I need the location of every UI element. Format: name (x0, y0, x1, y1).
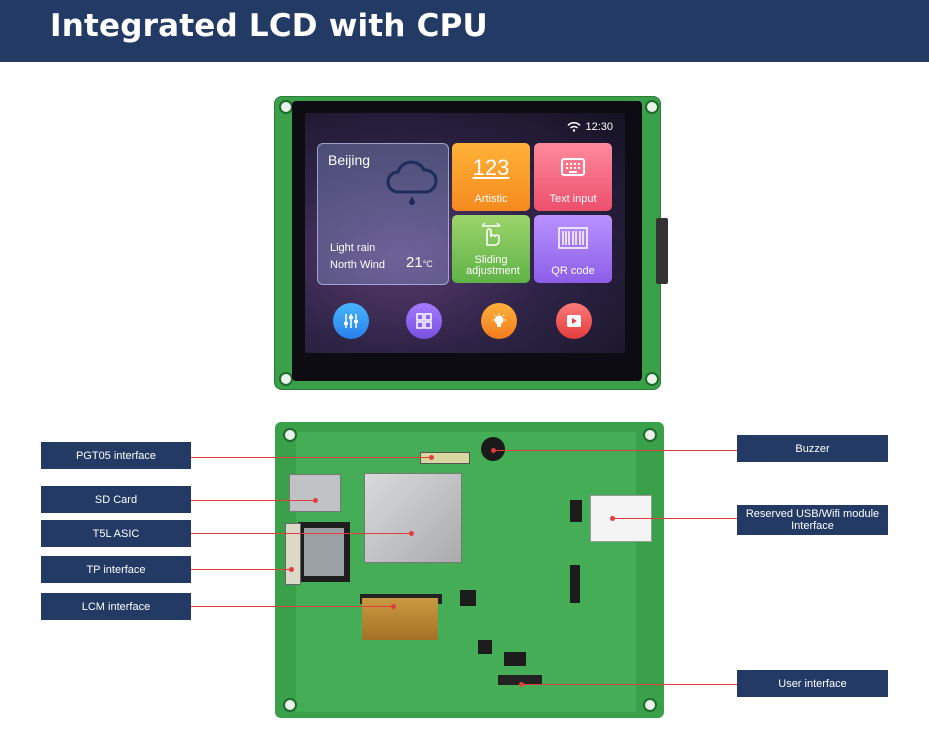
grid-icon (416, 313, 432, 329)
tile-artistic[interactable]: 123 Artistic (452, 143, 530, 211)
mount-hole (645, 372, 659, 386)
weather-condition: Light rain North Wind (330, 242, 386, 271)
callout-line-pgt05 (191, 457, 431, 458)
keyboard-icon (561, 158, 585, 176)
tile-text-input[interactable]: Text input (534, 143, 612, 211)
sd-card-slot (289, 474, 341, 512)
label-sd-card: SD Card (41, 486, 191, 513)
tile-qr-code[interactable]: QR code (534, 215, 612, 283)
label-lcm-interface: LCM interface (41, 593, 191, 620)
sliders-button[interactable] (333, 303, 369, 339)
callout-dot (289, 567, 294, 572)
mount-hole (283, 428, 297, 442)
label-t5l-asic: T5L ASIC (41, 520, 191, 547)
smd-component (504, 652, 526, 666)
artistic-icon: 123 (472, 155, 510, 180)
label-user-interface: User interface (737, 670, 888, 697)
play-button[interactable] (556, 303, 592, 339)
callout-line-user (521, 684, 737, 685)
tile-label: Text input (549, 193, 597, 205)
smd-component (460, 590, 476, 606)
callout-dot (610, 516, 615, 521)
callout-dot (409, 531, 414, 536)
sliders-icon (344, 314, 358, 328)
page-title: Integrated LCD with CPU (50, 8, 488, 44)
light-button[interactable] (481, 303, 517, 339)
callout-line-tp (191, 569, 291, 570)
mount-hole (279, 372, 293, 386)
status-bar: 12:30 (567, 121, 613, 133)
t5l-asic-chip (364, 473, 462, 563)
callout-line-sd (191, 500, 315, 501)
lcm-chip-window (304, 528, 344, 576)
callout-dot (429, 455, 434, 460)
callout-dot (519, 682, 524, 687)
rain-cloud-icon (386, 160, 438, 205)
mount-hole (645, 100, 659, 114)
mount-hole (643, 698, 657, 712)
user-connector (498, 675, 542, 685)
weather-city: Beijing (328, 152, 371, 168)
page-header: Integrated LCD with CPU (0, 0, 929, 62)
callout-dot (491, 448, 496, 453)
lightbulb-icon (492, 313, 506, 327)
mount-hole (283, 698, 297, 712)
callout-line-lcm (191, 606, 393, 607)
barcode-icon (558, 227, 588, 249)
callout-line-usb (612, 518, 737, 519)
apps-button[interactable] (406, 303, 442, 339)
smd-component (478, 640, 492, 654)
smd-component (570, 500, 582, 522)
tile-label: Sliding adjustment (466, 254, 520, 277)
play-icon (567, 315, 581, 327)
callout-line-t5l (191, 533, 411, 534)
label-tp-interface: TP interface (41, 556, 191, 583)
smd-component (570, 565, 580, 603)
pgt05-header (420, 452, 470, 464)
tile-sliding-adjustment[interactable]: Sliding adjustment (452, 215, 530, 283)
weather-card[interactable]: Beijing Light rain North Wind 21°C (317, 143, 449, 285)
callout-line-buzzer (493, 450, 737, 451)
wifi-icon (567, 122, 582, 132)
tile-label: Artistic (474, 193, 508, 205)
weather-temp: 21°C (406, 254, 433, 271)
hand-swipe-icon (481, 222, 501, 246)
status-time: 12:30 (585, 121, 613, 133)
label-pgt05-interface: PGT05 interface (41, 442, 191, 469)
label-buzzer: Buzzer (737, 435, 888, 462)
mount-hole (643, 428, 657, 442)
mount-hole (279, 100, 293, 114)
tile-label: QR code (551, 265, 595, 277)
lcm-flex-cable (362, 598, 438, 640)
callout-dot (313, 498, 318, 503)
callout-dot (391, 604, 396, 609)
side-connector (656, 218, 668, 284)
lcd-screen: 12:30 Beijing Light rain North Wind 21°C… (305, 113, 625, 353)
label-usb-wifi-interface: Reserved USB/Wifi module Interface (737, 505, 888, 535)
